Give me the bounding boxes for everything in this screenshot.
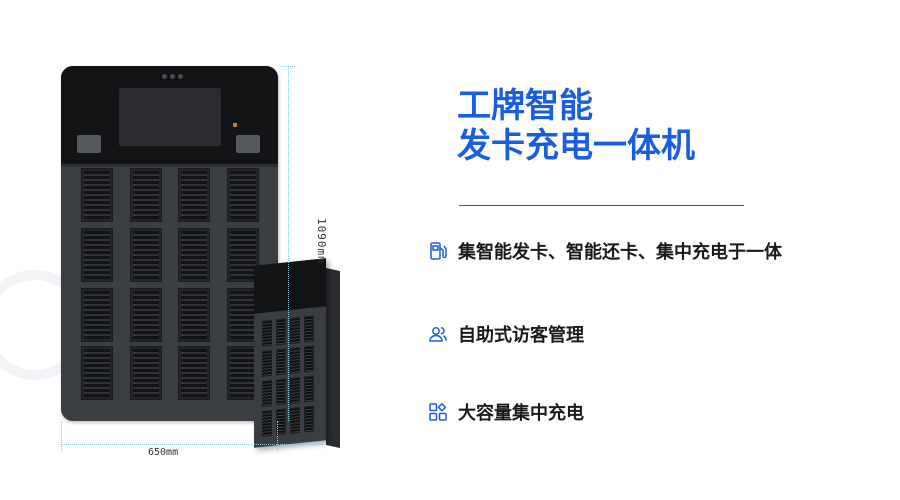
charging-slot-column <box>178 228 210 282</box>
mini-cabinet-top <box>254 258 326 314</box>
card-reader-left <box>77 135 101 153</box>
indicator-light <box>233 123 237 127</box>
feature-label: 自助式访客管理 <box>458 325 584 346</box>
camera-icon <box>162 74 167 79</box>
feature-item: 集智能发卡、智能还卡、集中充电于一体 <box>428 238 782 264</box>
charging-slot-column <box>130 228 162 282</box>
charging-slot-column <box>130 168 162 222</box>
mini-cabinet-side <box>326 268 340 448</box>
mini-slot-column <box>290 376 300 404</box>
feature-item: 大容量集中充电 <box>428 399 584 425</box>
charging-slot-column <box>178 168 210 222</box>
title-line-2: 发卡充电一体机 <box>457 126 695 166</box>
charging-slot-column <box>227 168 259 222</box>
card-reader-right <box>236 135 260 153</box>
charging-slot-column <box>81 168 113 222</box>
feature-label: 大容量集中充电 <box>458 403 584 424</box>
width-dimension-tick-right <box>277 421 278 451</box>
charging-slot-column <box>81 288 113 342</box>
height-dimension-tick <box>281 66 295 67</box>
charging-slot-column <box>130 288 162 342</box>
cabinet-top-panel <box>61 66 278 164</box>
charging-slot-column <box>178 346 210 400</box>
charging-slot-column <box>227 228 259 282</box>
charging-slot-column <box>178 288 210 342</box>
mini-slot-column <box>276 348 286 376</box>
mini-slot-column <box>276 318 286 346</box>
feature-label: 集智能发卡、智能还卡、集中充电于一体 <box>458 242 782 263</box>
mini-slot-column <box>290 346 300 374</box>
cabinet-divider <box>61 164 278 167</box>
mini-slot-column <box>262 379 272 407</box>
title-line-1: 工牌智能 <box>457 86 593 126</box>
charging-slot-column <box>81 228 113 282</box>
width-dimension-line <box>61 444 323 445</box>
width-dimension-tick-left <box>61 421 62 451</box>
mini-slot-column <box>304 315 314 343</box>
mini-slot-column <box>304 375 314 403</box>
charging-slot-column <box>130 346 162 400</box>
mini-slot-column <box>290 316 300 344</box>
small-cabinet-image <box>254 258 326 448</box>
divider <box>459 205 744 206</box>
camera-icon <box>170 74 175 79</box>
mini-slot-column <box>262 349 272 377</box>
mini-slot-column <box>276 378 286 406</box>
charging-slot-column <box>227 346 259 400</box>
page-title: 工牌智能 发卡充电一体机 <box>457 86 695 166</box>
charging-slot-column <box>81 346 113 400</box>
cabinet-screen <box>119 88 221 146</box>
mini-slot-column <box>304 405 314 433</box>
fuel-pump-icon <box>428 241 448 261</box>
camera-icon <box>178 74 183 79</box>
large-cabinet-image <box>61 66 278 421</box>
charging-slot-column <box>227 288 259 342</box>
mini-slot-column <box>262 319 272 347</box>
feature-item: 自助式访客管理 <box>428 321 584 347</box>
mini-slot-column <box>304 345 314 373</box>
mini-slot-column <box>290 406 300 434</box>
height-dimension-label: 1090mm <box>315 218 328 264</box>
width-dimension-label: 650mm <box>148 447 179 458</box>
grid-apps-icon <box>428 402 448 422</box>
mini-slot-column <box>262 409 272 437</box>
users-icon <box>428 324 448 344</box>
height-dimension-line <box>288 66 289 421</box>
